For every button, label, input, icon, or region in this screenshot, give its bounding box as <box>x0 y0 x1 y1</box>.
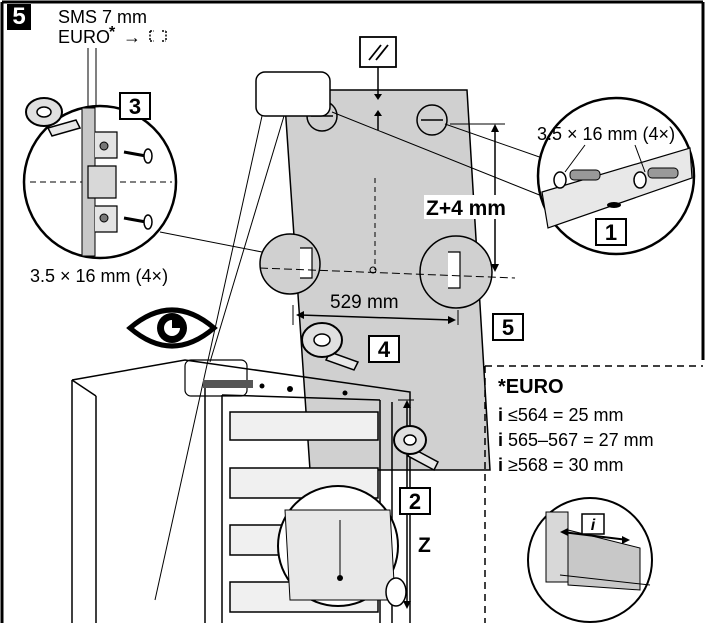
euro-line: EURO * → <box>58 24 167 47</box>
euro-inset-circle: i <box>527 497 653 623</box>
screw-icon <box>123 148 153 164</box>
callout-5: 5 <box>502 315 514 340</box>
screw-spec-left: 3.5 × 16 mm (4×) <box>30 266 168 286</box>
hinge-tool-icon <box>25 97 82 137</box>
fridge-detail-circle <box>277 485 399 607</box>
euro-row-1: i ≤564 = 25 mm <box>498 405 623 425</box>
euro-asterisk-icon: * <box>109 24 116 41</box>
dim-529: 529 mm <box>330 292 399 313</box>
eye-icon <box>126 307 218 349</box>
euro-info-box: *EURO i ≤564 = 25 mm i 565–567 = 27 mm i… <box>484 365 703 623</box>
step-number: 5 <box>7 4 31 30</box>
bracket-icon <box>149 30 167 42</box>
euro-box-title: *EURO <box>498 376 564 398</box>
callout-4: 4 <box>378 337 391 362</box>
callout-3: 3 <box>129 94 141 119</box>
left-detail-circle <box>22 104 178 260</box>
euro-arrow: → <box>123 27 141 47</box>
screw-spec-right: 3.5 × 16 mm (4×) <box>537 124 675 144</box>
callout-1: 1 <box>605 220 617 245</box>
euro-inset-var: i <box>591 517 596 534</box>
sms-label: SMS 7 mm <box>58 7 147 27</box>
euro-row-2: i 565–567 = 27 mm <box>498 430 654 450</box>
hinge-tool-icon <box>393 425 439 472</box>
callout-2: 2 <box>409 489 421 514</box>
parallel-icon <box>359 36 397 68</box>
euro-row-3: i ≥568 = 30 mm <box>498 455 623 475</box>
euro-label: EURO <box>58 27 110 47</box>
dim-z-plus-4: Z+4 mm <box>426 197 506 220</box>
hinge-tool-icon <box>301 322 360 371</box>
right-detail-circle <box>536 96 696 256</box>
screw-icon <box>123 214 153 230</box>
dim-z: Z <box>418 534 431 557</box>
